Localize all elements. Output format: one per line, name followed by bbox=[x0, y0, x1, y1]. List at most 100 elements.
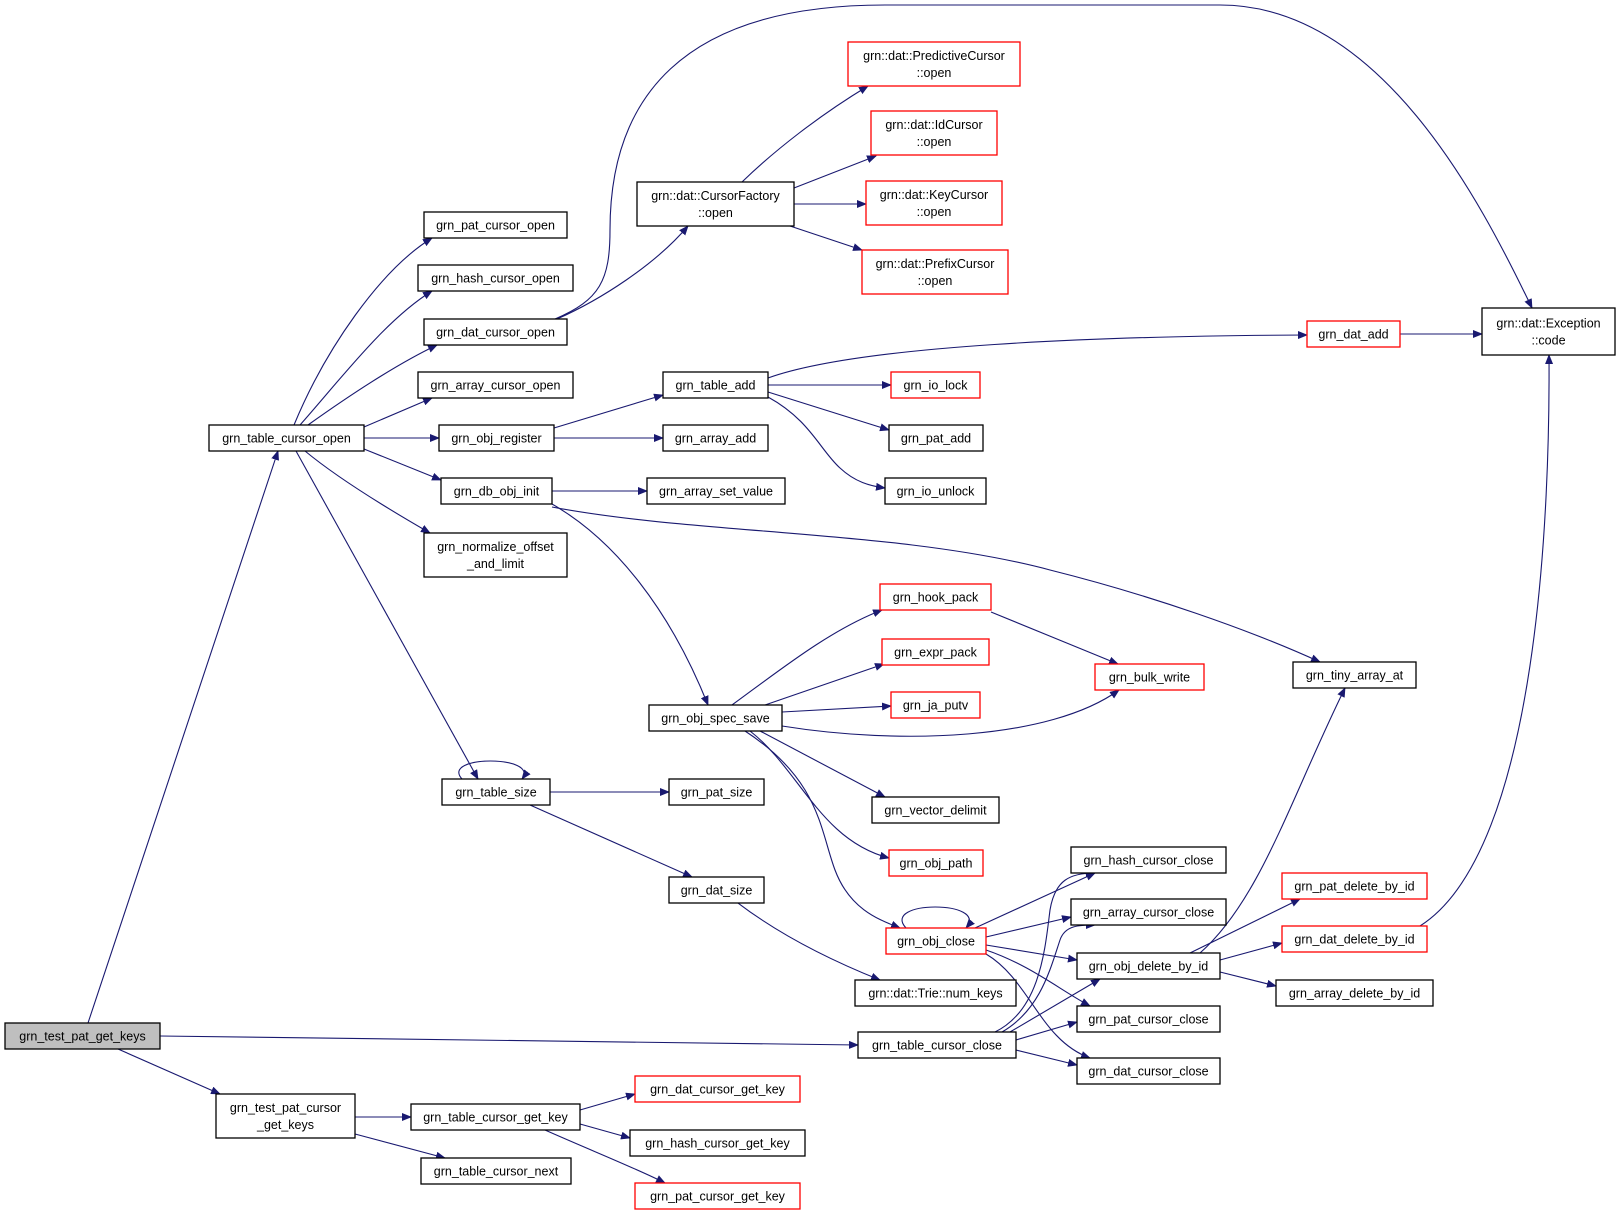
node-pat-add[interactable]: grn_pat_add bbox=[888, 424, 984, 452]
node-dat-add[interactable]: grn_dat_add bbox=[1306, 320, 1401, 348]
node-label: grn_pat_delete_by_id bbox=[1294, 880, 1414, 894]
node-label: grn_vector_delimit bbox=[884, 804, 987, 818]
node-obj-path[interactable]: grn_obj_path bbox=[888, 849, 984, 877]
edge-cursor-factory-open-to-predictive-open bbox=[741, 85, 869, 183]
node-label: grn_io_lock bbox=[904, 379, 969, 393]
node-trie-num-keys[interactable]: grn::dat::Trie::num_keys bbox=[854, 979, 1017, 1007]
node-dat-cursor-close[interactable]: grn_dat_cursor_close bbox=[1076, 1057, 1221, 1085]
node-key-cursor-open[interactable]: grn::dat::KeyCursor::open bbox=[865, 180, 1003, 226]
edge-table-cursor-close-to-array-cursor-close bbox=[1001, 921, 1096, 1033]
node-ja-putv[interactable]: grn_ja_putv bbox=[890, 691, 981, 719]
node-prefix-open[interactable]: grn::dat::PrefixCursor::open bbox=[861, 249, 1009, 295]
node-pat-delete-by-id[interactable]: grn_pat_delete_by_id bbox=[1281, 872, 1428, 900]
node-hash-cursor-open[interactable]: grn_hash_cursor_open bbox=[417, 264, 574, 292]
edge-table-cursor-open-to-normalize-offset bbox=[304, 450, 431, 534]
node-label: ::open bbox=[917, 135, 952, 149]
node-box bbox=[440, 477, 553, 505]
node-predictive-open[interactable]: grn::dat::PredictiveCursor::open bbox=[847, 41, 1021, 87]
edge-obj-delete-by-id-to-tiny-array-at bbox=[1199, 687, 1346, 954]
node-pat-cursor-close[interactable]: grn_pat_cursor_close bbox=[1076, 1005, 1221, 1033]
node-dat-size[interactable]: grn_dat_size bbox=[668, 876, 765, 904]
node-box bbox=[417, 371, 574, 399]
node-label: grn_obj_path bbox=[900, 857, 973, 871]
node-box bbox=[861, 249, 1009, 295]
node-obj-delete-by-id[interactable]: grn_obj_delete_by_id bbox=[1076, 952, 1221, 980]
node-io-unlock[interactable]: grn_io_unlock bbox=[884, 477, 987, 505]
edge-test-pat-get-keys-to-table-cursor-open bbox=[87, 450, 279, 1024]
node-id-cursor-open[interactable]: grn::dat::IdCursor::open bbox=[870, 110, 998, 156]
node-expr-pack[interactable]: grn_expr_pack bbox=[881, 638, 990, 666]
node-label: grn_array_cursor_close bbox=[1083, 906, 1214, 920]
node-dat-cursor-get-key[interactable]: grn_dat_cursor_get_key bbox=[634, 1075, 801, 1103]
node-io-lock[interactable]: grn_io_lock bbox=[890, 371, 981, 399]
node-label: grn_dat_cursor_close bbox=[1088, 1065, 1208, 1079]
node-box bbox=[854, 979, 1017, 1007]
node-array-delete-by-id[interactable]: grn_array_delete_by_id bbox=[1275, 979, 1434, 1007]
edge-dat-cursor-open-to-exception-code bbox=[554, 4, 1533, 320]
edge-table-cursor-close-to-obj-delete-by-id bbox=[1009, 978, 1101, 1033]
node-array-cursor-close[interactable]: grn_array_cursor_close bbox=[1070, 898, 1227, 926]
node-label: grn_obj_delete_by_id bbox=[1089, 960, 1209, 974]
node-cursor-factory-open[interactable]: grn::dat::CursorFactory::open bbox=[636, 181, 795, 227]
node-box bbox=[662, 424, 769, 452]
edge-table-cursor-open-to-table-size bbox=[295, 450, 479, 780]
node-box bbox=[1306, 320, 1401, 348]
node-label: ::open bbox=[917, 205, 952, 219]
node-label: grn_hash_cursor_open bbox=[431, 272, 560, 286]
node-label: grn_array_add bbox=[675, 432, 756, 446]
node-bulk-write[interactable]: grn_bulk_write bbox=[1094, 663, 1205, 691]
node-box bbox=[1076, 952, 1221, 980]
node-label: ::open bbox=[918, 274, 953, 288]
node-hash-cursor-close[interactable]: grn_hash_cursor_close bbox=[1070, 846, 1227, 874]
node-obj-spec-save[interactable]: grn_obj_spec_save bbox=[648, 704, 783, 732]
node-vector-delimit[interactable]: grn_vector_delimit bbox=[871, 796, 1000, 824]
node-label: grn_io_unlock bbox=[897, 485, 976, 499]
edge-table-cursor-close-to-hash-cursor-close bbox=[994, 869, 1096, 1033]
node-pat-cursor-open[interactable]: grn_pat_cursor_open bbox=[423, 211, 568, 239]
node-tiny-array-at[interactable]: grn_tiny_array_at bbox=[1292, 661, 1417, 689]
edge-obj-delete-by-id-to-pat-delete-by-id bbox=[1189, 898, 1301, 954]
node-table-cursor-get-key[interactable]: grn_table_cursor_get_key bbox=[410, 1103, 581, 1131]
node-normalize-offset[interactable]: grn_normalize_offset_and_limit bbox=[423, 532, 568, 578]
edge-test-pat-cursor-get-keys-to-table-cursor-next bbox=[354, 1133, 446, 1160]
node-table-size[interactable]: grn_table_size bbox=[441, 778, 551, 806]
node-box bbox=[1281, 872, 1428, 900]
node-hook-pack[interactable]: grn_hook_pack bbox=[879, 583, 992, 611]
edge-db-obj-init-to-obj-spec-save bbox=[551, 503, 709, 706]
node-table-add[interactable]: grn_table_add bbox=[662, 371, 769, 399]
node-label: grn::dat::Exception bbox=[1496, 317, 1600, 331]
node-array-set-value[interactable]: grn_array_set_value bbox=[646, 477, 786, 505]
edge-obj-close-to-dat-cursor-close bbox=[985, 953, 1091, 1059]
node-box bbox=[1281, 925, 1428, 953]
node-table-cursor-close[interactable]: grn_table_cursor_close bbox=[857, 1031, 1017, 1059]
node-obj-close[interactable]: grn_obj_close bbox=[885, 927, 987, 955]
node-label: grn_dat_cursor_get_key bbox=[650, 1083, 786, 1097]
edge-table-cursor-open-to-pat-cursor-open bbox=[293, 237, 433, 426]
node-label: grn_pat_cursor_get_key bbox=[650, 1190, 786, 1204]
node-box bbox=[629, 1129, 806, 1157]
node-dat-delete-by-id[interactable]: grn_dat_delete_by_id bbox=[1281, 925, 1428, 953]
node-table-cursor-open[interactable]: grn_table_cursor_open bbox=[208, 424, 365, 452]
node-table-cursor-next[interactable]: grn_table_cursor_next bbox=[420, 1157, 572, 1185]
node-test-pat-get-keys[interactable]: grn_test_pat_get_keys bbox=[4, 1022, 161, 1050]
node-box bbox=[881, 638, 990, 666]
node-label: grn_ja_putv bbox=[903, 699, 969, 713]
node-label: grn_array_delete_by_id bbox=[1289, 987, 1420, 1001]
node-dat-cursor-open[interactable]: grn_dat_cursor_open bbox=[423, 318, 568, 346]
node-db-obj-init[interactable]: grn_db_obj_init bbox=[440, 477, 553, 505]
node-array-cursor-open[interactable]: grn_array_cursor_open bbox=[417, 371, 574, 399]
node-exception-code[interactable]: grn::dat::Exception::code bbox=[1481, 307, 1616, 356]
node-test-pat-cursor-get-keys[interactable]: grn_test_pat_cursor_get_keys bbox=[215, 1093, 356, 1139]
node-obj-register[interactable]: grn_obj_register bbox=[438, 424, 555, 452]
node-array-add[interactable]: grn_array_add bbox=[662, 424, 769, 452]
node-label: grn_table_add bbox=[676, 379, 756, 393]
node-hash-cursor-get-key[interactable]: grn_hash_cursor_get_key bbox=[629, 1129, 806, 1157]
node-label: ::open bbox=[917, 66, 952, 80]
node-box bbox=[410, 1103, 581, 1131]
node-pat-size[interactable]: grn_pat_size bbox=[668, 778, 765, 806]
node-label: grn_dat_size bbox=[681, 884, 753, 898]
node-pat-cursor-get-key[interactable]: grn_pat_cursor_get_key bbox=[634, 1182, 801, 1210]
node-box bbox=[420, 1157, 572, 1185]
node-box bbox=[1076, 1005, 1221, 1033]
node-label: grn_pat_cursor_open bbox=[436, 219, 555, 233]
